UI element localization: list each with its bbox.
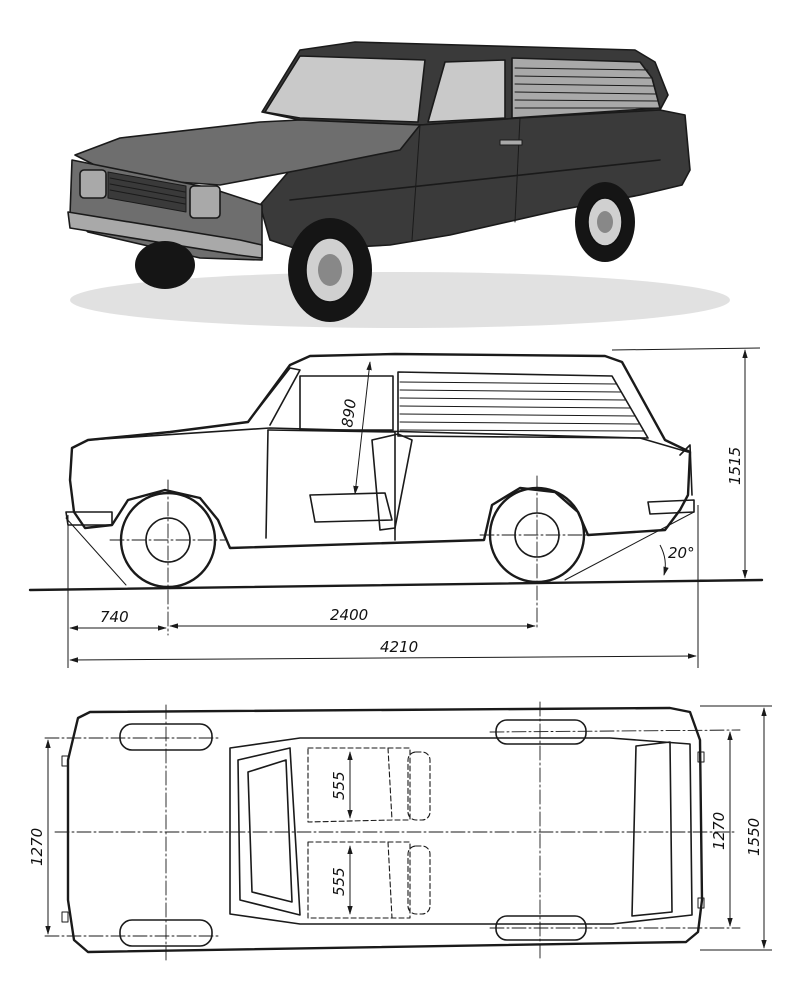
side-view-drawing: 890 20° 1515 740 2400 — [28, 347, 764, 668]
rear-track-label: 1270 — [710, 812, 728, 850]
top-view-drawing: 555 555 1270 1270 1550 — [28, 701, 772, 961]
wheelbase-label: 2400 — [330, 606, 368, 624]
front-track-label: 1270 — [28, 828, 46, 866]
overall-length-label: 4210 — [380, 638, 418, 656]
headroom-label: 890 — [338, 398, 360, 429]
height-label: 1515 — [726, 447, 744, 485]
ground-line — [28, 578, 764, 592]
seat-width-upper-label: 555 — [330, 771, 348, 800]
departure-angle-label: 20° — [668, 544, 695, 562]
seat-width-lower-label: 555 — [330, 867, 348, 896]
front-overhang-label: 740 — [100, 608, 129, 626]
car-perspective-illustration — [67, 41, 730, 328]
overall-width-label: 1550 — [745, 818, 763, 856]
